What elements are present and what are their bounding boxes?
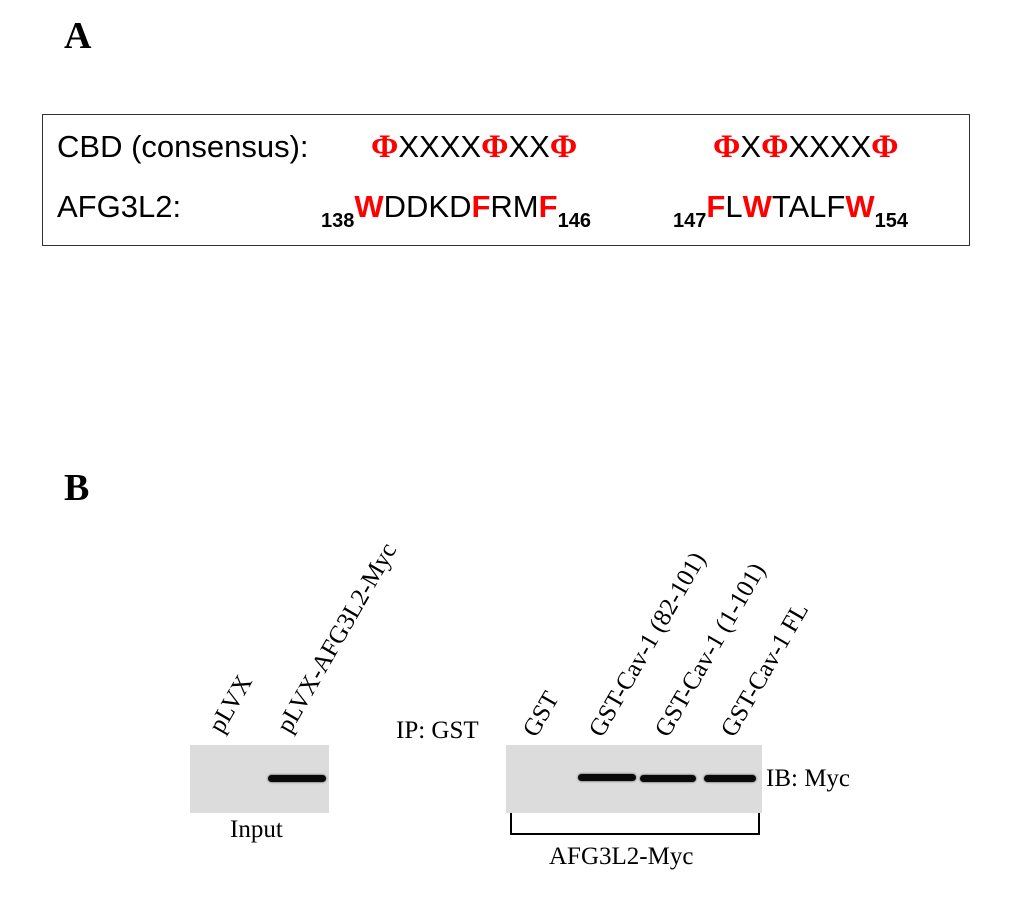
sequence-1-segment-3: RM <box>490 189 539 224</box>
sequence-1-segment-4: F <box>538 189 558 224</box>
panel-b-letter: B <box>64 467 90 509</box>
residue-start-2: 147 <box>673 210 707 232</box>
ip-band-lane-2 <box>578 774 636 781</box>
sequence-1-segment-2: F <box>471 189 491 224</box>
sequence-2-segment-1: L <box>725 189 743 224</box>
cbd-consensus-row: CBD (consensus): ΦXXXXΦXXΦ ΦXΦXXXXΦ <box>57 129 899 165</box>
afg3l2-sequence-1: 138WDDKDFRMF146 <box>321 189 591 232</box>
consensus-1-segment-3: XX <box>508 129 550 164</box>
consensus-1-segment-1: XXXX <box>398 129 482 164</box>
ip-label: IP: GST <box>396 717 479 744</box>
ib-label: IB: Myc <box>766 765 851 792</box>
afg3l2-sequence-2: 147FLWTALFW154 <box>673 189 908 232</box>
consensus-2-segment-4: Φ <box>871 129 899 165</box>
lane-label-pLVX-AFG3L2-Myc: pLVX-AFG3L2-Myc <box>271 538 403 738</box>
lane-label-gst: GST <box>517 687 565 742</box>
residue-end-2: 154 <box>874 210 908 232</box>
sequence-2-segment-2: W <box>742 189 772 224</box>
ip-band-lane-4 <box>704 775 756 782</box>
sequence-2-segment-4: W <box>845 189 875 224</box>
consensus-1-segment-2: Φ <box>481 129 509 165</box>
consensus-motif-2: ΦXΦXXXXΦ <box>713 129 899 166</box>
sequence-1-segment-1: DDKD <box>383 189 472 224</box>
sequence-1-segment-0: W <box>354 189 384 224</box>
consensus-2-segment-0: Φ <box>713 129 741 165</box>
bracket-caption: AFG3L2-Myc <box>549 843 694 870</box>
residue-end-1: 146 <box>557 210 591 232</box>
consensus-2-segment-3: XXXX <box>788 129 872 164</box>
motif-box: CBD (consensus): ΦXXXXΦXXΦ ΦXΦXXXXΦ AFG3… <box>42 114 970 246</box>
consensus-1-segment-4: Φ <box>549 129 578 165</box>
lane-label-gst-cav1-82-101: GST-Cav-1 (82-101) <box>583 547 712 742</box>
consensus-motif-1: ΦXXXXΦXXΦ <box>371 129 577 166</box>
panel-a-letter: A <box>64 15 92 57</box>
input-blot <box>190 745 329 813</box>
sample-bracket <box>510 813 760 835</box>
consensus-2-segment-1: X <box>740 129 762 164</box>
ip-blot <box>506 745 762 813</box>
sequence-2-segment-3: TALF <box>771 189 846 224</box>
consensus-1-segment-0: Φ <box>371 129 399 165</box>
consensus-2-segment-2: Φ <box>761 129 789 165</box>
ip-band-lane-3 <box>640 775 696 782</box>
lane-label-pLVX: pLVX <box>203 670 258 738</box>
residue-start-1: 138 <box>321 210 355 232</box>
input-caption: Input <box>230 816 283 843</box>
cbd-label: CBD (consensus): <box>57 129 309 164</box>
sequence-2-segment-0: F <box>706 189 726 224</box>
input-band-lane-2 <box>268 775 326 782</box>
afg3l2-label: AFG3L2: <box>57 189 182 224</box>
afg3l2-row: AFG3L2: 138WDDKDFRMF146 147FLWTALFW154 <box>57 189 908 232</box>
